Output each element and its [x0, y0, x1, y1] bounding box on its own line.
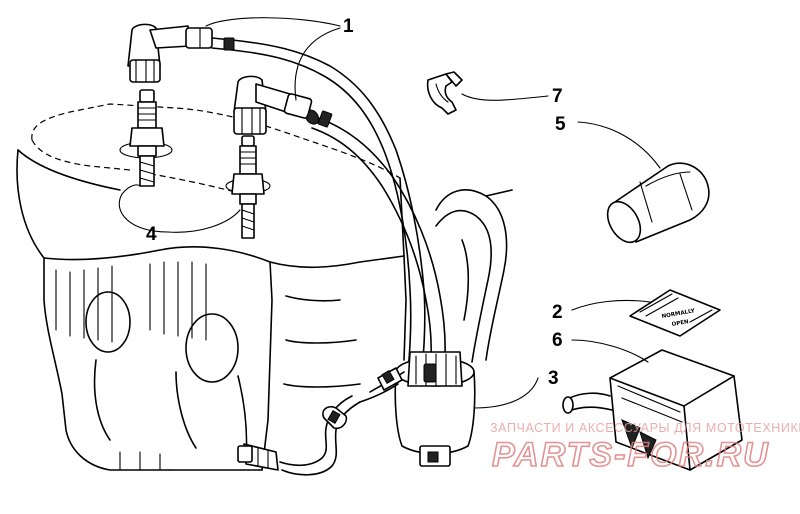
- protective-sleeve: [606, 162, 710, 244]
- engine-block: [16, 103, 407, 471]
- callout-1: 1: [343, 16, 354, 37]
- coil-harness-connector: [237, 395, 361, 476]
- normally-open-decal: NORMALLY OPEN: [629, 289, 721, 337]
- callout-6: 6: [552, 330, 563, 351]
- callout-3: 3: [548, 368, 559, 389]
- watermark-brand: PARTS-FOR.RU: [492, 436, 770, 474]
- watermark-subtitle: ЗАПЧАСТИ И АКСЕССУАРЫ ДЛЯ МОТОТЕХНИКИ: [490, 421, 800, 435]
- spark-plug-cap-right: [233, 75, 319, 135]
- spark-plug-right: [225, 135, 271, 239]
- watermark: ЗАПЧАСТИ И АКСЕССУАРЫ ДЛЯ МОТОТЕХНИКИ PA…: [490, 421, 800, 475]
- decal-text-line2: OPEN: [671, 319, 689, 328]
- high-tension-wires: [211, 37, 513, 373]
- callout-leaders: [118, 17, 661, 409]
- callout-5: 5: [555, 114, 566, 135]
- callout-7: 7: [552, 86, 563, 107]
- ignition-coil: [359, 351, 476, 467]
- spark-plug-left: [119, 89, 173, 187]
- callout-4: 4: [146, 224, 157, 245]
- switch-housing: [562, 349, 743, 471]
- decal-text-line1: NORMALLY: [661, 308, 696, 320]
- callout-2: 2: [552, 302, 563, 323]
- spark-plug-cap-left: [127, 23, 213, 83]
- wire-clip: [426, 71, 463, 115]
